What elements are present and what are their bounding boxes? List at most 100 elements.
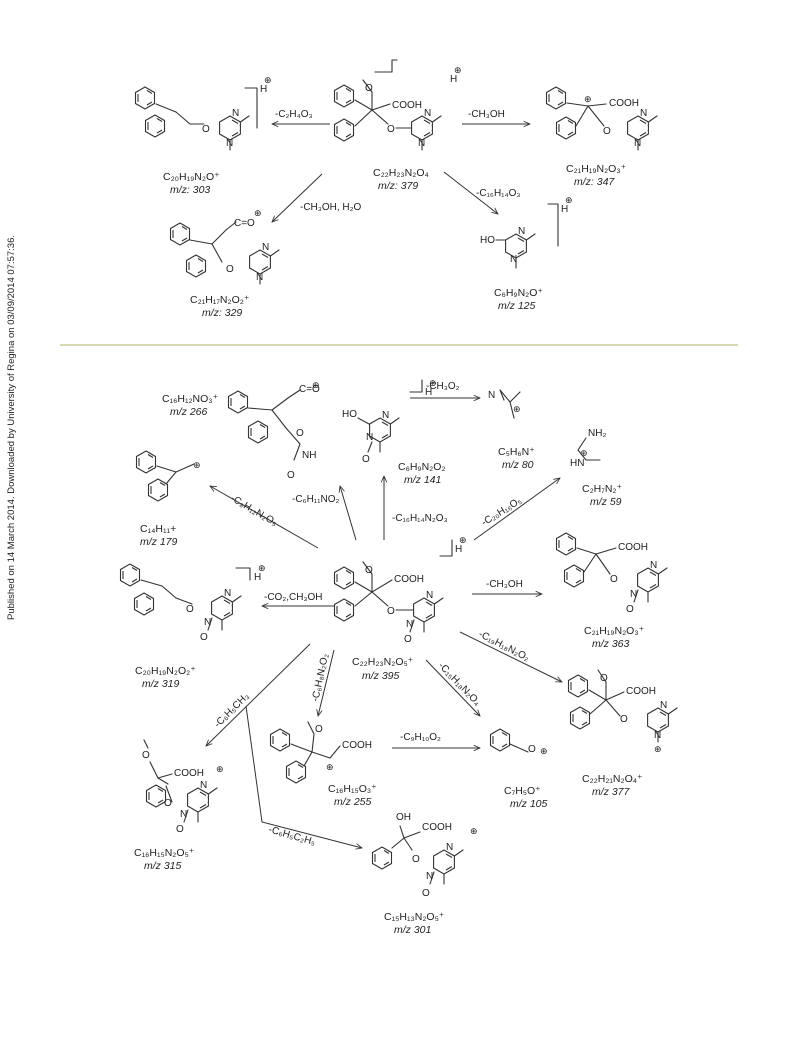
sub-h: H [455,544,462,555]
atom-o-minus: O [176,824,184,835]
atom-o-minus: O [626,604,634,615]
atom-n: N [180,809,187,820]
formula-255: C₁₆H₁₅O₃⁺ [328,783,377,795]
mz-379: m/z: 379 [378,180,418,192]
structure-301 [371,825,464,885]
atom-nh2: NH₂ [588,428,606,439]
formula-179: C₁₄H₁₁+ [140,523,176,535]
atom-n: N [406,619,413,630]
mz-59: m/z 59 [590,496,622,508]
atom-co: C=O [234,218,255,229]
loss-to-303: -C₂H₄O₃ [275,109,313,120]
loss-to-179: -C₈H₁₂N₂O₅ [229,493,280,529]
formula-319: C₂₀H₁₉N₂O₂⁺ [135,665,196,677]
atom-o: O [412,854,420,865]
arrow-to-329 [272,173,323,222]
mz-363: m/z 363 [592,638,630,650]
atom-n: N [426,590,433,601]
atom-n: N [366,432,373,443]
atom-n: N [426,871,433,882]
plus-charge: ⊕ [540,746,548,756]
plus-charge: ⊕ [429,378,437,388]
formula-329: C₂₁H₁₇N₂O₂⁺ [190,294,249,306]
atom-n: N [654,730,661,741]
loss-to-105b: -C₉H₁₀O₂ [400,732,441,743]
plus-charge: ⊕ [584,94,592,104]
atom-o: O [186,604,194,615]
formula-303: C₂₀H₁₉N₂O⁺ [163,171,220,183]
structure-105 [489,728,529,753]
arrow-to-315 [206,643,311,746]
atom-n: N [518,226,525,237]
atom-o: O [603,126,611,137]
structure-59 [577,437,601,461]
atom-o-methoxy: O [142,750,150,761]
formula-301: C₁₅H₁₃N₂O₅⁺ [384,911,444,923]
sub-h: H [260,84,267,95]
arrow-to-266 [340,486,357,541]
plus-charge: ⊕ [216,764,224,774]
atom-n: N [650,560,657,571]
plus-charge: ⊕ [193,460,201,470]
mz-301: m/z 301 [394,924,431,936]
formula-141: C₆H₉N₂O₂ [398,461,445,473]
plus-charge: ⊕ [565,195,573,205]
formula-125: C₆H₉N₂O⁺ [494,287,543,299]
atom-o-methoxy: O [600,673,608,684]
formula-315: C₁₆H₁₅N₂O₅⁺ [134,847,194,859]
mz-319: m/z 319 [142,678,180,690]
formula-105: C₇H₅O⁺ [504,785,541,797]
atom-n: N [634,138,641,149]
arrow-to-179 [210,486,319,549]
atom-o: O [202,124,210,135]
atom-oh: OH [396,812,411,823]
atom-o: O [620,714,628,725]
structure-255 [269,721,341,784]
formula-347: C₂₁H₁₉N₂O₃⁺ [566,163,626,175]
arrow-to-125 [443,171,498,214]
loss-to-125: -C₁₆H₁₄O₃ [476,188,521,199]
atom-cooh: COOH [392,100,422,111]
loss-to-301: -C₆H₅C₂H₅ [267,824,316,848]
structure-parent-395 [333,539,453,633]
formula-363: C₂₁H₁₉N₂O₃⁺ [584,625,644,637]
atom-o-minus: O [404,634,412,645]
mz-377: m/z 377 [592,786,631,798]
atom-cooh: COOH [609,98,639,109]
atom-n: N [382,410,389,421]
atom-o: O [296,428,304,439]
formula-379: C₂₂H₂₃N₂O₄ [373,167,429,179]
plus-charge: ⊕ [264,75,272,85]
mz-329: m/z: 329 [202,307,242,319]
arrow-to-255 [318,649,335,716]
formula-266: C₁₆H₁₂NO₃⁺ [162,393,218,405]
plus-charge: ⊕ [580,448,588,458]
atom-o: O [226,264,234,275]
loss-to-255: -C₆H₈N₂O₂ [310,653,331,703]
structure-363 [555,532,668,603]
plus-charge: ⊕ [470,826,478,836]
plus-charge: ⊕ [326,762,334,772]
atom-o-minus: O [362,454,370,465]
mz-303: m/z: 303 [170,184,210,196]
atom-cooh: COOH [618,542,648,553]
atom-o-ether: O [387,124,395,135]
sub-h: H [425,387,432,398]
atom-n: N [262,242,269,253]
atom-n: N [510,254,517,265]
atom-n: N [226,138,233,149]
plus-charge: ⊕ [254,208,262,218]
plus-charge: ⊕ [459,535,467,545]
structure-347 [545,86,658,151]
atom-n: N [232,108,239,119]
atom-o-methoxy: O [315,724,323,735]
mz-266: m/z 266 [170,406,208,418]
atom-o-methoxy: O [365,565,373,576]
atom-n: N [488,390,495,401]
plus-charge: ⊕ [513,404,521,414]
formula-377: C₂₂H₂₁N₂O₄⁺ [582,773,643,785]
loss-to-80: -CH₃O₂ [426,381,460,392]
loss-to-377: -C₁₉H₁₈N₂O₂ [477,629,531,664]
atom-n: N [418,138,425,149]
